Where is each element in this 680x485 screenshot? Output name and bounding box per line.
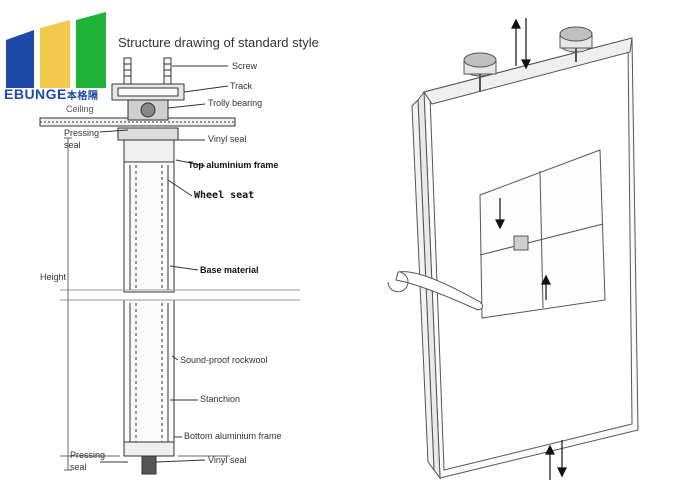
brand-name-cn: 本格隔	[66, 91, 99, 102]
label-pressing-seal-bottom-1: Pressing	[70, 450, 106, 460]
label-wheel-seat: Wheel seat	[194, 190, 255, 201]
brand-name-en: EBUNGE	[4, 86, 67, 102]
label-ceiling: Ceiling	[66, 104, 94, 114]
structure-drawing	[39, 57, 300, 475]
label-vinyl-seal-bottom: Vinyl seal	[208, 455, 247, 465]
brand-name: EBUNGE本格隔	[4, 86, 98, 102]
label-stanchion: Stanchion	[200, 394, 241, 404]
label-top-aluminium-frame: Top aluminium frame	[188, 160, 279, 170]
drawing-title: Structure drawing of standard style	[118, 35, 319, 50]
label-pressing-seal-bottom-2: seal	[70, 462, 87, 472]
label-trolly-bearing: Trolly bearing	[208, 98, 263, 108]
panel-perspective	[387, 18, 639, 480]
label-pressing-seal-top-1: Pressing	[64, 128, 100, 138]
label-rockwool: Sound-proof rockwool	[180, 355, 268, 365]
logo-mark-icon	[6, 12, 106, 88]
label-screw: Screw	[232, 61, 258, 71]
label-height: Height	[40, 272, 67, 282]
top-wheel-right-icon	[559, 26, 593, 62]
label-base-material: Base material	[200, 265, 259, 275]
label-track: Track	[230, 81, 253, 91]
label-pressing-seal-top-2: seal	[64, 140, 81, 150]
label-vinyl-seal-top: Vinyl seal	[208, 134, 247, 144]
label-bottom-aluminium-frame: Bottom aluminium frame	[184, 431, 282, 441]
rotate-arrow-icon	[387, 271, 409, 293]
top-wheel-left-icon	[463, 52, 497, 92]
brand-logo	[4, 10, 124, 110]
